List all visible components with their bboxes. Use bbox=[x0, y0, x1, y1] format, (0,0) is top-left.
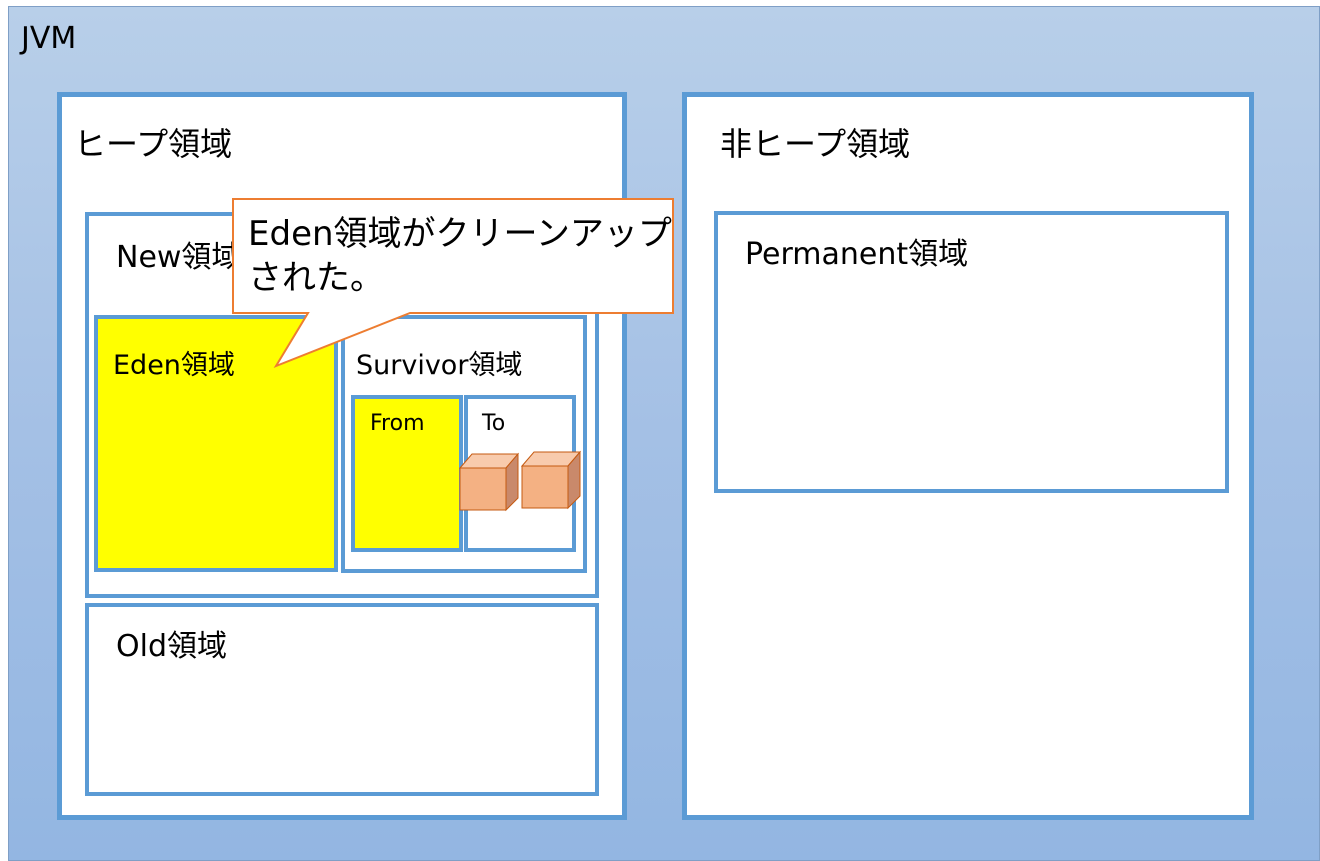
object-cube-1 bbox=[458, 452, 520, 512]
survivor-label: Survivor領域 bbox=[356, 350, 523, 381]
survivor-from-label: From bbox=[370, 411, 425, 436]
non-heap-label: 非ヒープ領域 bbox=[720, 125, 911, 163]
heap-label: ヒープ領域 bbox=[74, 125, 233, 163]
permanent-region: Permanent領域 bbox=[714, 211, 1229, 493]
jvm-label: JVM bbox=[21, 21, 77, 56]
callout-line-1: Eden領域がクリーンアップ bbox=[248, 214, 672, 254]
eden-label: Eden領域 bbox=[113, 350, 235, 381]
survivor-to-label: To bbox=[482, 411, 506, 436]
survivor-from-region: From bbox=[351, 395, 463, 552]
object-cube-2 bbox=[520, 450, 582, 510]
new-generation-label: New領域 bbox=[116, 240, 242, 275]
permanent-label: Permanent領域 bbox=[745, 237, 969, 272]
callout-line-2: された。 bbox=[248, 258, 384, 298]
callout-text: Eden領域がクリーンアップ された。 bbox=[248, 212, 672, 300]
old-generation-label: Old領域 bbox=[116, 629, 227, 664]
old-generation-region: Old領域 bbox=[85, 603, 599, 796]
